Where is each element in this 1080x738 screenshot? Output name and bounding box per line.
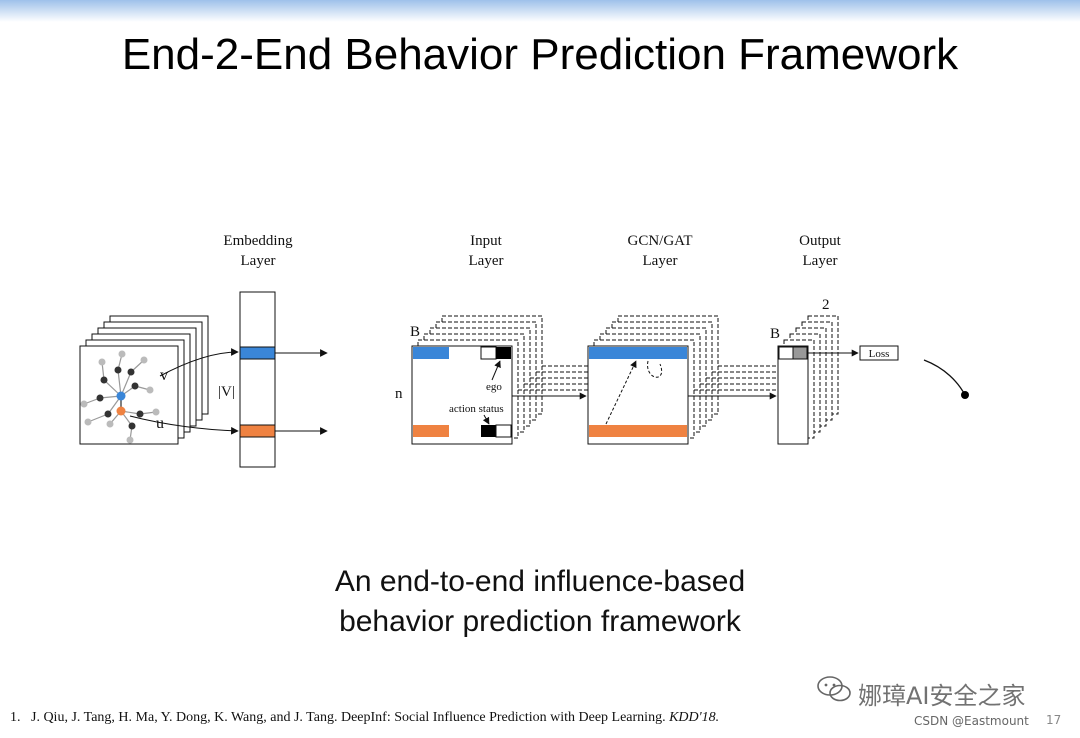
embedding-row-u	[239, 424, 276, 438]
loss-box	[859, 345, 899, 361]
output-cell-pred	[792, 346, 808, 360]
node-v-dot	[116, 391, 126, 401]
subtitle-line-1: An end-to-end influence-based	[334, 565, 746, 598]
embedding-label-line1: Embedding	[223, 233, 293, 249]
action-status-label: action status	[449, 403, 504, 415]
node-u-dot	[116, 406, 126, 416]
batch-label-input: B	[410, 324, 420, 340]
watermark-text: 娜璋AI安全之家	[858, 682, 1026, 710]
batch-label-output: B	[770, 326, 780, 342]
social-graph	[80, 350, 160, 444]
input-label-line2: Layer	[469, 253, 504, 269]
subtitle-line-2: behavior prediction framework	[339, 605, 741, 638]
embedding-row-v	[239, 346, 276, 360]
gcn-aggregation-arrows	[605, 360, 663, 425]
page-number: 17	[1046, 713, 1062, 727]
reference-text: J. Qiu, J. Tang, H. Ma, Y. Dong, K. Wang…	[31, 710, 666, 725]
title-bar	[0, 0, 1080, 22]
reference: 1. J. Qiu, J. Tang, H. Ma, Y. Dong, K. W…	[10, 710, 719, 726]
wechat-icon	[817, 676, 851, 702]
gcn-label-line1: GCN/GAT	[627, 233, 692, 249]
n-label: n	[395, 386, 403, 402]
output-label-line1: Output	[799, 233, 842, 249]
loss-label: Loss	[869, 348, 890, 360]
input-annotation-arrows	[482, 360, 501, 425]
slide-title: End-2-End Behavior Prediction Framework	[121, 30, 959, 79]
input-row-v	[413, 347, 449, 359]
csdn-watermark: CSDN @Eastmount	[914, 714, 1029, 728]
node-u-label: u	[156, 415, 164, 432]
lookup-arrows	[129, 348, 328, 435]
output-cell-empty	[778, 346, 794, 360]
input-to-gcn-connectors	[512, 365, 612, 400]
embedding-label-line2: Layer	[241, 253, 276, 269]
node-v-label: v	[160, 367, 168, 384]
action-status-cell	[481, 425, 496, 437]
ego-cell	[496, 347, 511, 359]
input-row-u	[413, 425, 449, 437]
action-status-cell-empty	[495, 424, 512, 438]
ego-cell-empty	[480, 346, 497, 360]
slide-subtitle: An end-to-end influence-based behavior p…	[0, 562, 1080, 642]
vocab-size-label: |V|	[218, 384, 235, 400]
output-front-panel	[777, 345, 809, 445]
embedding-table	[239, 291, 276, 468]
ego-label: ego	[486, 381, 502, 393]
graph-stack	[79, 315, 209, 445]
gcn-row-v	[589, 347, 687, 359]
output-label-line2: Layer	[803, 253, 838, 269]
pointer-arc	[923, 359, 966, 396]
input-label-line1: Input	[470, 233, 502, 249]
gcn-row-u	[589, 425, 687, 437]
reference-venue: KDD'18.	[669, 710, 720, 725]
two-label: 2	[822, 297, 830, 313]
gcn-label-line2: Layer	[643, 253, 678, 269]
pointer-dot	[961, 391, 969, 399]
reference-number: 1.	[10, 710, 21, 725]
